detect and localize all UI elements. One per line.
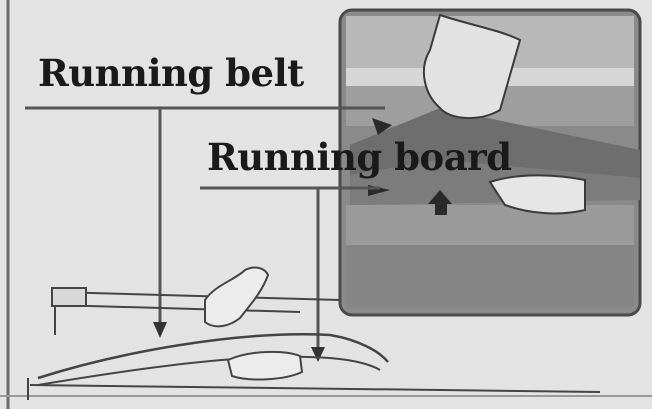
rail-bottom <box>55 305 300 312</box>
inset-arrow-up-shaft <box>435 203 447 215</box>
board-arrowhead <box>311 347 325 362</box>
inset-lower-band <box>346 205 634 245</box>
sketch-lower-hand <box>228 352 302 380</box>
rail-end-cap <box>52 288 86 306</box>
belt-curve <box>38 334 388 378</box>
board-curve <box>38 357 380 385</box>
belt-arrowhead <box>153 322 167 338</box>
deck-base <box>30 385 600 392</box>
rail-top <box>55 292 340 300</box>
inset-floor <box>346 245 634 307</box>
running-board-label: Running board <box>207 139 512 176</box>
running-belt-label: Running belt <box>38 55 304 92</box>
